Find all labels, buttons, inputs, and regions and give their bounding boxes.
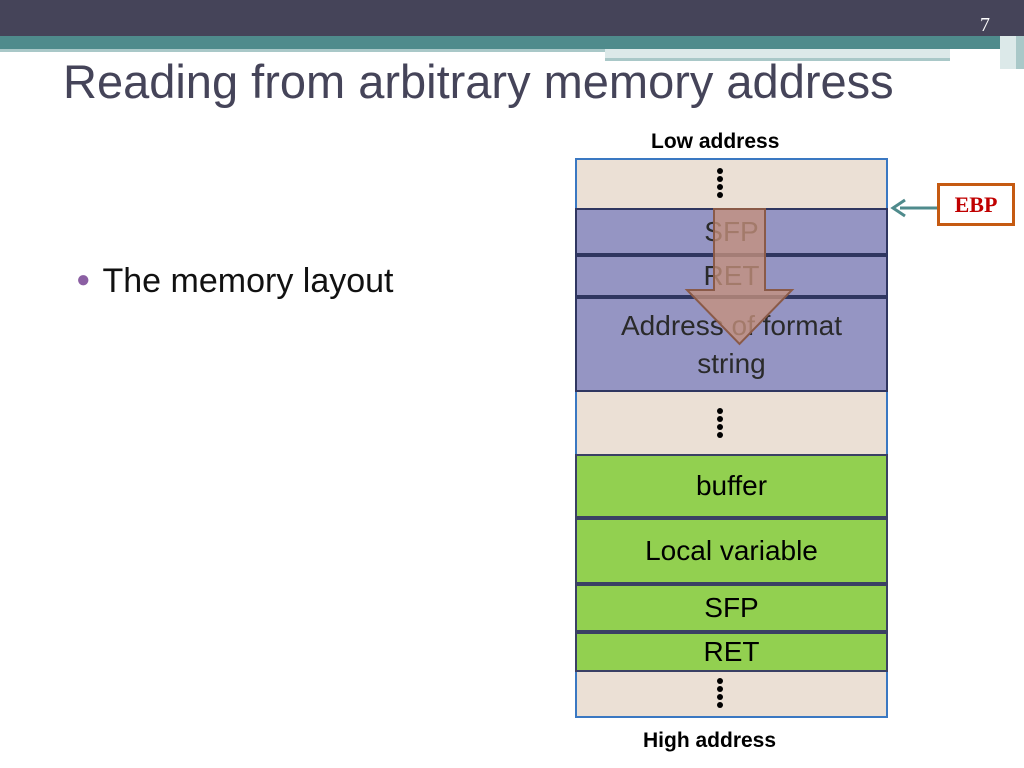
low-address-label: Low address (651, 130, 780, 153)
frame-sfp-bottom: SFP (575, 584, 888, 632)
ebp-label-box: EBP (937, 183, 1015, 226)
ellipsis-icon (717, 678, 723, 710)
ellipsis-icon (717, 408, 723, 440)
frame-ret-bottom: RET (575, 632, 888, 672)
header-stripe (605, 49, 950, 58)
ebp-pointer-arrowhead (890, 198, 906, 218)
high-address-label: High address (643, 729, 777, 752)
bullet-item: ● The memory layout (76, 262, 394, 301)
frame-buffer: buffer (575, 454, 888, 518)
header-stripe (0, 49, 605, 52)
bullet-dot-icon: ● (76, 266, 91, 293)
down-arrow-icon (684, 208, 795, 346)
header-bar (0, 0, 1024, 36)
frame-local-variable: Local variable (575, 518, 888, 584)
ellipsis-icon (717, 168, 723, 200)
header-stripe (1016, 36, 1024, 69)
slide-title: Reading from arbitrary memory address (63, 55, 894, 108)
header-band (0, 36, 1024, 49)
slide-number: 7 (980, 14, 990, 36)
bullet-text: The memory layout (102, 262, 394, 300)
header-stripe (605, 58, 950, 61)
